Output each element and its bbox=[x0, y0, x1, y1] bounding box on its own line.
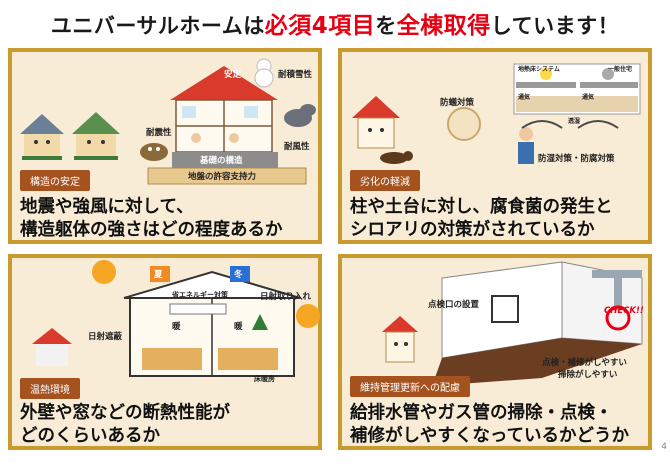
label-earthquake-resistance: 耐震性 bbox=[146, 128, 172, 138]
label-check: CHECK!! bbox=[604, 306, 644, 316]
caption-line: シロアリの対策がされているか bbox=[350, 220, 595, 240]
thermal-illustration bbox=[32, 260, 320, 377]
label-moisture-rot-control: 防湿対策・防腐対策 bbox=[538, 154, 615, 164]
label-permeable: 透湿 bbox=[568, 118, 581, 125]
label-sunlight-in: 日射取り入れ bbox=[260, 292, 312, 302]
earthquake-monster-icon bbox=[140, 143, 168, 161]
caption-line: 給排水管やガス管の掃除・点検・ bbox=[350, 403, 613, 423]
storm-cloud-icon bbox=[284, 104, 316, 127]
summer-tag bbox=[150, 266, 170, 282]
title-highlight-all: 全棟取得 bbox=[396, 13, 491, 39]
panel-structure: 安定 耐積雪性 耐震性 耐風性 基礎の構造 地盤の許容支持力 構造の安定 地震や… bbox=[8, 48, 322, 244]
label-inspection-hatch: 点検口の設置 bbox=[428, 300, 480, 310]
label-warm-2: 暖 bbox=[234, 322, 243, 332]
label-sun-shading: 日射遮蔽 bbox=[88, 332, 123, 342]
snowman-icon bbox=[254, 58, 274, 88]
maintenance-illustration bbox=[382, 261, 643, 386]
badge-maintenance: 維持管理更新への配慮 bbox=[350, 376, 470, 397]
house-cross-section-icon bbox=[147, 66, 307, 185]
small-house-icon bbox=[32, 328, 72, 366]
label-floor-heating: 床暖房 bbox=[254, 375, 275, 383]
label-easy-repair: 点検・補修がしやすい bbox=[542, 358, 627, 368]
label-general-house: 一般住宅 bbox=[608, 66, 633, 73]
floor-system-diagram-icon bbox=[513, 63, 641, 129]
termite-icon bbox=[380, 151, 413, 164]
page-number: 4 bbox=[661, 442, 667, 452]
pipe-icon bbox=[592, 270, 642, 331]
label-winter: 冬 bbox=[234, 270, 243, 280]
structure-illustration bbox=[20, 58, 316, 185]
small-house-icon bbox=[20, 114, 64, 160]
label-foundation: 基礎の構造 bbox=[200, 156, 243, 166]
label-ventilation-1: 通気 bbox=[518, 94, 531, 101]
caption-maintenance: 給排水管やガス管の掃除・点検・ 補修がしやすくなっているかどうか bbox=[350, 402, 644, 448]
title-part1: ユニバーサルホームは bbox=[50, 14, 265, 38]
caption-thermal: 外壁や窓などの断熱性能が どのくらいあるか bbox=[20, 402, 314, 448]
label-snow-resistance: 耐積雪性 bbox=[278, 70, 313, 80]
caption-line: 外壁や窓などの断熱性能が bbox=[20, 403, 230, 423]
badge-thermal: 温熱環境 bbox=[20, 378, 80, 399]
sun-icon bbox=[92, 260, 116, 284]
small-house-icon-2 bbox=[72, 112, 120, 160]
label-ventilation-2: 通気 bbox=[582, 94, 595, 101]
label-floor-system: 地熱床システム bbox=[518, 66, 560, 73]
badge-deterioration: 劣化の軽減 bbox=[350, 170, 420, 191]
title-highlight-required: 必須4項目 bbox=[264, 13, 376, 39]
label-wind-resistance: 耐風性 bbox=[284, 142, 310, 152]
caption-deterioration: 柱や土台に対し、腐食菌の発生と シロアリの対策がされているか bbox=[350, 196, 644, 242]
magnifier-wood-icon bbox=[447, 107, 481, 141]
caption-structure: 地震や強風に対して、 構造躯体の強さはどの程度あるか bbox=[20, 196, 314, 242]
sun-icon-2 bbox=[296, 304, 320, 328]
house-character-icon bbox=[382, 316, 418, 363]
winter-tag bbox=[230, 266, 250, 282]
house-cutaway-icon bbox=[123, 270, 301, 377]
badge-structure: 構造の安定 bbox=[20, 170, 90, 191]
label-stability: 安定 bbox=[224, 70, 242, 80]
label-ground-bearing: 地盤の許容支持力 bbox=[188, 172, 257, 182]
caption-line: 柱や土台に対し、腐食菌の発生と bbox=[350, 197, 613, 217]
caption-line: 補修がしやすくなっているかどうか bbox=[350, 426, 629, 446]
caption-line: どのくらいあるか bbox=[20, 426, 160, 446]
caption-line: 構造躯体の強さはどの程度あるか bbox=[20, 220, 283, 240]
label-energy-saving: 省エネルギー対策 bbox=[172, 291, 228, 299]
house-character-icon bbox=[352, 96, 400, 149]
worker-icon bbox=[518, 127, 534, 164]
label-easy-cleaning: 掃除がしやすい bbox=[558, 370, 618, 380]
title-part3: を bbox=[375, 14, 397, 38]
label-termite-control: 防蟻対策 bbox=[440, 98, 475, 108]
label-summer: 夏 bbox=[154, 270, 163, 280]
panel-thermal: 夏 冬 省エネルギー対策 日射取り入れ 日射遮蔽 暖 暖 床暖房 温熱環境 外壁… bbox=[8, 254, 322, 450]
deterioration-illustration bbox=[352, 63, 641, 164]
panel-deterioration: 防蟻対策 地熱床システム 一般住宅 通気 通気 透湿 防湿対策・防腐対策 劣化の… bbox=[338, 48, 652, 244]
panel-maintenance: 点検口の設置 CHECK!! 点検・補修がしやすい 掃除がしやすい 維持管理更新… bbox=[338, 254, 652, 450]
title-part5: しています！ bbox=[490, 14, 620, 38]
label-warm-1: 暖 bbox=[172, 322, 181, 332]
caption-line: 地震や強風に対して、 bbox=[20, 197, 194, 217]
page-title: ユニバーサルホームは必須4項目を全棟取得しています！ bbox=[0, 6, 670, 40]
